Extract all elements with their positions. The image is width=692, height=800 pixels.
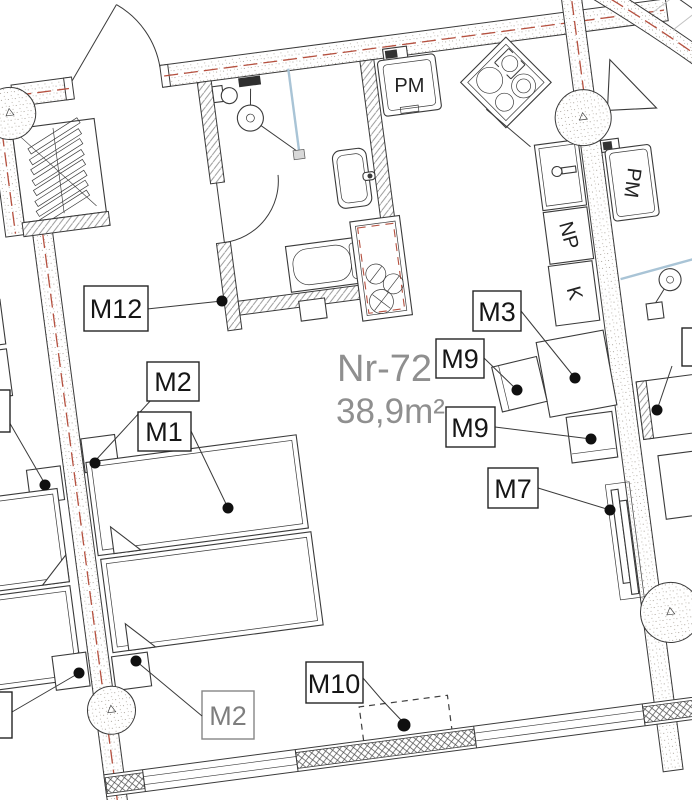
wall-top — [10, 0, 669, 108]
neighbor-washing-machine-label: PM — [619, 166, 645, 199]
label-m1-text: M1 — [145, 417, 183, 447]
nightstand — [51, 651, 91, 691]
kitchen-sink-cabinet — [533, 138, 588, 212]
bed-1 — [85, 434, 310, 557]
neighbor-table-symbol — [635, 372, 692, 441]
room-area: 38,9m² — [336, 392, 445, 431]
label-m10-text: M10 — [308, 669, 361, 699]
column — [640, 581, 692, 643]
shaft-triangle — [606, 58, 658, 111]
label-cutoff-right — [681, 327, 692, 367]
annotation-labels: M12 M2 M1 M3 M9 M9 M7 M10 — [0, 285, 692, 740]
column — [0, 86, 37, 140]
cabinet-np: NP — [542, 206, 595, 265]
label-m7-text: M7 — [494, 474, 532, 504]
neighbor-furniture — [657, 447, 692, 520]
washing-machine-symbol: PM — [376, 45, 442, 117]
label-m9-left-text: M9 — [441, 344, 479, 374]
label-cutoff-left-bottom — [0, 691, 13, 739]
nightstand — [110, 651, 153, 692]
label-m7: M7 — [487, 467, 539, 509]
stove-symbol — [459, 36, 552, 129]
label-m2: M2 — [146, 361, 200, 402]
label-m2-text: M2 — [154, 367, 192, 397]
cabinet-k-label: K — [562, 284, 587, 303]
column — [86, 685, 136, 735]
washbasin-small-symbol — [220, 87, 238, 105]
structural-columns — [0, 86, 692, 735]
label-m2-worn: M2 — [201, 690, 255, 740]
bedroom-furniture — [80, 433, 324, 692]
curved-wall — [593, 0, 692, 65]
label-m2-worn-text: M2 — [209, 701, 247, 731]
radiator-symbol — [604, 481, 645, 601]
label-m12: M12 — [83, 285, 149, 332]
label-m3: M3 — [472, 290, 522, 332]
kitchen: PM NP — [349, 36, 601, 327]
wardrobe-symbol — [11, 117, 111, 238]
room-title: Nr-72 38,9m² — [336, 348, 445, 431]
counter-edge — [485, 108, 531, 148]
washing-machine-label: PM — [394, 75, 424, 97]
neighbor-shower-symbol — [645, 268, 682, 321]
washbasin-symbol — [331, 147, 376, 209]
label-m10: M10 — [305, 661, 364, 704]
chair-symbol — [491, 355, 548, 413]
stair-treads — [651, 0, 692, 46]
cabinet-k: K — [547, 260, 601, 327]
sink-counter-unit — [349, 214, 414, 322]
balcony-door-dashed — [358, 694, 453, 741]
label-m9-left: M9 — [435, 338, 485, 379]
label-m3-text: M3 — [478, 297, 516, 327]
label-cutoff-left-top — [0, 389, 11, 433]
neighbor-washing-machine-symbol: PM — [599, 137, 660, 222]
duct — [298, 297, 328, 322]
leader-dots — [39, 295, 663, 732]
label-m9-bottom: M9 — [445, 406, 496, 448]
dining-set — [491, 329, 619, 464]
room-number: Nr-72 — [337, 348, 432, 390]
neighbor-glass-panel — [620, 256, 692, 281]
label-m12-text: M12 — [90, 294, 143, 324]
bathroom-door-symbol — [216, 174, 279, 244]
neighbor-right: PM — [599, 58, 692, 520]
shower-glass-panel — [287, 68, 306, 161]
neighbor-left — [0, 298, 91, 703]
bed-2 — [100, 531, 324, 654]
leader-lines — [7, 300, 673, 722]
bed-symbol — [0, 487, 70, 606]
label-m9-bottom-text: M9 — [451, 413, 489, 443]
entrance-door-symbol — [71, 4, 161, 82]
wall-bottom-windows — [103, 689, 692, 798]
label-m1: M1 — [137, 411, 192, 452]
column — [554, 89, 612, 147]
shower-symbol — [236, 75, 297, 151]
